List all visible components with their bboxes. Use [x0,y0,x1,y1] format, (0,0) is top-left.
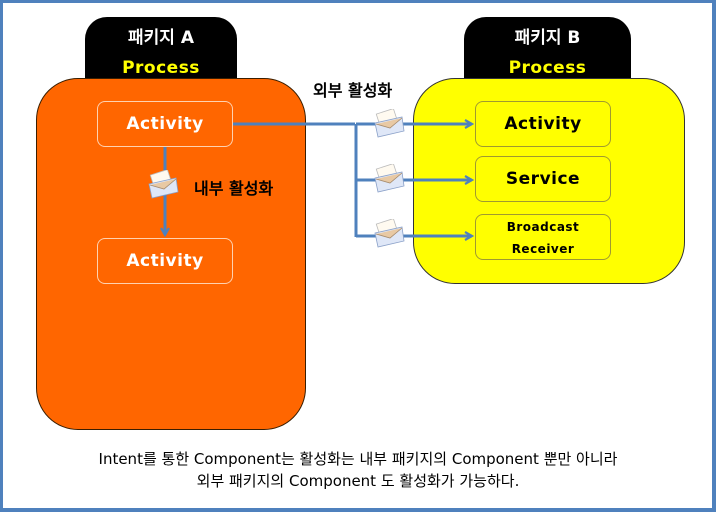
caption-line-2: 외부 패키지의 Component 도 활성화가 가능하다. [196,472,520,490]
package-b-process-label: Process [508,58,587,78]
package-b-name: 패키지 B [514,28,581,48]
envelope-icon [148,170,179,199]
package-b-service: Service [475,156,611,202]
package-a-process-box [36,78,306,430]
package-a-header: 패키지 A Process [85,17,237,87]
package-b-header: 패키지 B Process [464,17,631,87]
envelope-icon [374,164,405,193]
external-activation-label: 외부 활성화 [313,81,393,100]
package-a-activity-1: Activity [97,101,233,147]
package-b-activity: Activity [475,101,611,147]
package-a-name: 패키지 A [128,28,194,48]
envelope-icon [374,109,405,138]
envelope-icon [374,219,405,248]
caption-line-1: Intent를 통한 Component는 활성화는 내부 패키지의 Compo… [98,450,618,468]
internal-activation-label: 내부 활성화 [194,179,274,198]
broadcast-receiver-line1: Broadcast [506,220,580,234]
package-a-process-label: Process [122,58,200,78]
package-b-broadcast-receiver: Broadcast Receiver [475,214,611,260]
broadcast-receiver-line2: Receiver [511,242,575,256]
package-a-activity-2: Activity [97,238,233,284]
